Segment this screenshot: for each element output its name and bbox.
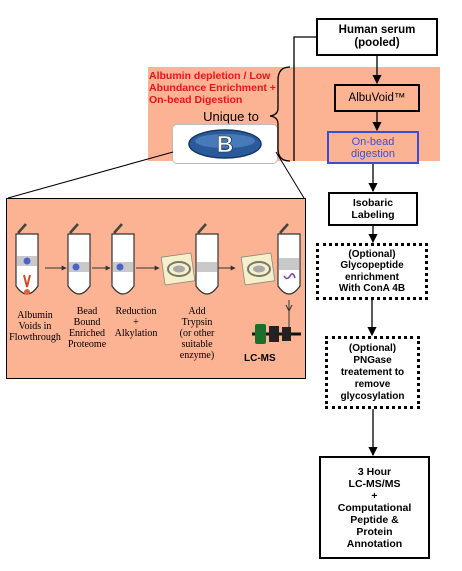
unique-to-label: Unique to bbox=[203, 109, 259, 124]
human-serum-box: Human serum(pooled) bbox=[316, 18, 438, 56]
grouping-brace bbox=[269, 66, 291, 162]
company-logo: B bbox=[172, 124, 278, 164]
lcms-label: LC-MS bbox=[244, 353, 276, 364]
bypass-connector bbox=[293, 36, 316, 161]
tube-bead-bound bbox=[67, 223, 91, 295]
zoom-line-right bbox=[275, 151, 305, 199]
enrichment-title: Albumin depletion / Low Abundance Enrich… bbox=[149, 70, 299, 106]
svg-text:B: B bbox=[217, 131, 234, 157]
title-line-2: Abundance Enrichment + bbox=[149, 82, 276, 94]
title-line-1: Albumin depletion / Low bbox=[149, 70, 271, 82]
title-line-3: On-bead Digestion bbox=[149, 94, 243, 106]
tube-reduction bbox=[111, 223, 135, 295]
zoom-line-left bbox=[7, 151, 174, 199]
tube-albumin-flowthrough bbox=[15, 223, 39, 295]
tube-digested bbox=[240, 223, 301, 295]
logo-graphic: B bbox=[188, 129, 262, 159]
protocol-panel bbox=[6, 198, 306, 379]
lcms-column-icon bbox=[252, 300, 301, 344]
albuvoid-box: AlbuVoid™ bbox=[334, 84, 420, 112]
step-reduction-label: Reduction+Alkylation bbox=[114, 306, 158, 339]
tube-add-trypsin bbox=[160, 223, 219, 295]
